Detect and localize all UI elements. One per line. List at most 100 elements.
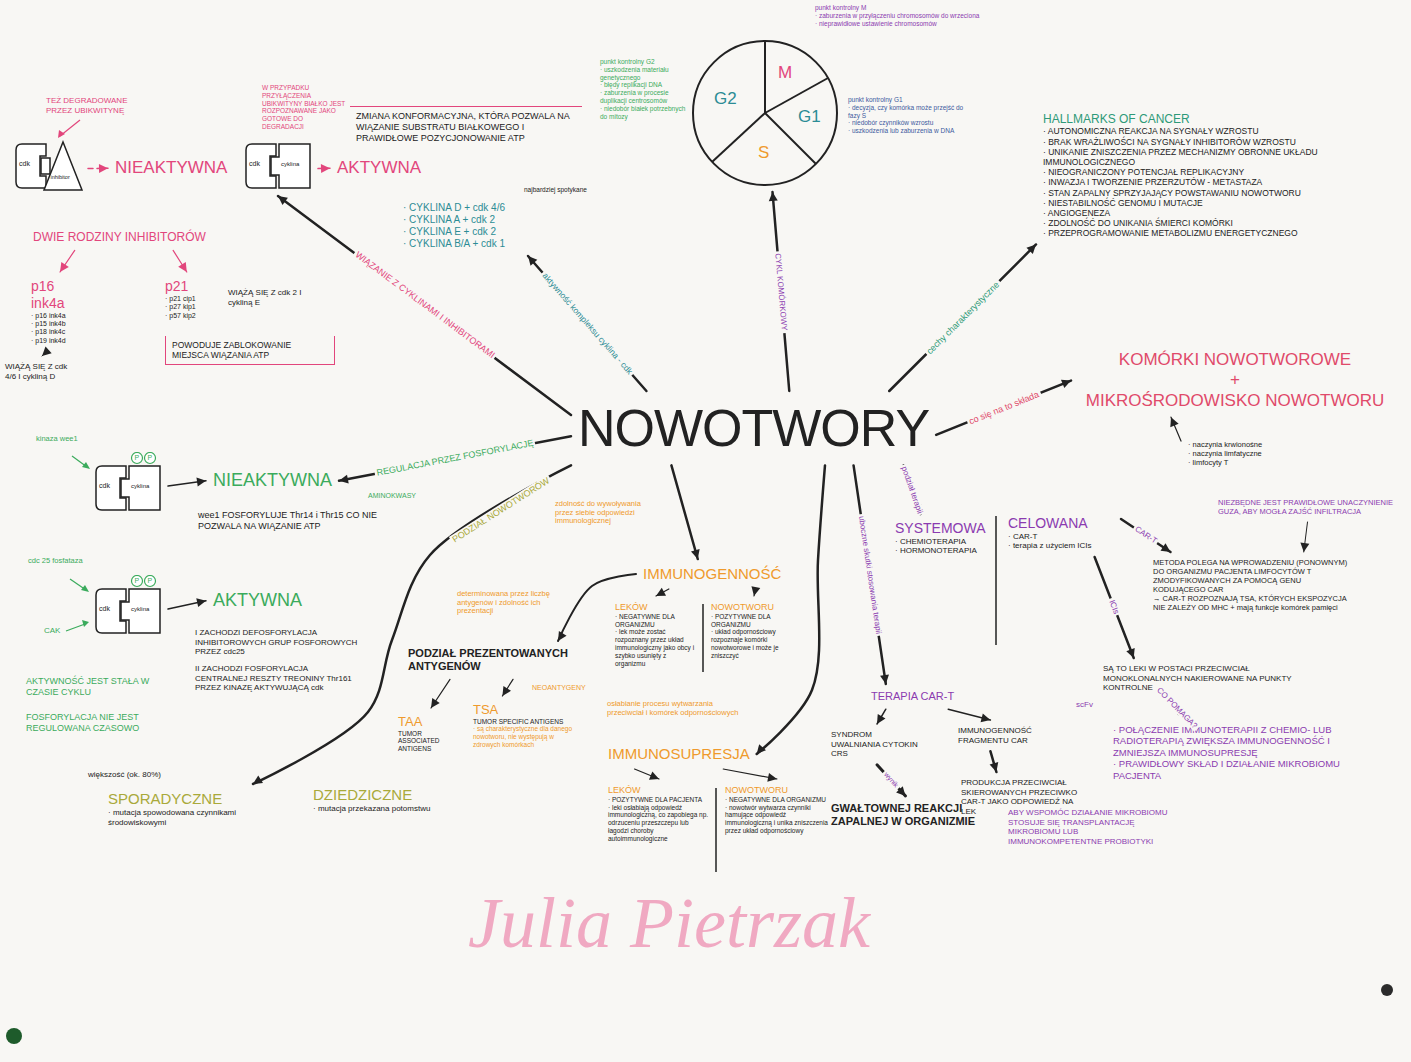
node-text: + (1078, 370, 1392, 390)
note-group: I ZACHODZI DEFOSFORYLACJA INHIBITOROWYCH… (195, 628, 360, 657)
arrow-head (502, 686, 511, 696)
node-text: → CAR-T ROZPOZNAJĄ TSA, KTÓRYCH EKSPOZYC… (1153, 594, 1352, 612)
node-heading: p21 (165, 278, 221, 295)
note-group: AKTYWNOŚĆ JEST STAŁA W CZASIE CYKLU (26, 676, 166, 698)
cyclin-list: · CYKLINA D + cdk 4/6· CYKLINA A + cdk 2… (400, 200, 560, 252)
edge-label: osłabianie procesu wytwarzania przeciwci… (605, 700, 749, 717)
node-text: · p27 kip1 (165, 303, 221, 311)
note-group: II ZACHODZI FOSFORYLACJA CENTRALNEJ RESZ… (195, 664, 360, 693)
leader-line (66, 624, 85, 631)
signature: Julia Pietrzak (468, 884, 870, 963)
leader-head (82, 462, 90, 469)
connector-line (773, 192, 790, 391)
note-text: W PRZYPADKU PRZYŁĄCZENIA UBIKWITYNY BIAŁ… (262, 84, 346, 131)
arrow-head (1170, 417, 1178, 427)
arrow-head (1161, 543, 1171, 552)
node-heading: KOMÓRKI NOWOTWOROWE (1078, 350, 1392, 370)
connector-arrow (1121, 519, 1171, 552)
node-heading: NIEAKTYWNA (213, 470, 332, 492)
node-heading: TSA (473, 702, 575, 718)
note-node: GWAŁTOWNEJ REAKCJI ZAPALNEJ W ORGANIZMIE (828, 800, 983, 830)
node-text: P (148, 577, 153, 584)
arrow-head (981, 713, 991, 722)
arrow-head (1126, 648, 1134, 658)
note-group: W PRZYPADKU PRZYŁĄCZENIA UBIKWITYNY BIAŁ… (262, 84, 346, 131)
inhibitor-shape (44, 142, 82, 190)
connector-arrow (278, 196, 571, 415)
column-node: LEKÓW· NEGATYWNE DLA ORGANIZMU· lek może… (612, 600, 700, 669)
inhibitor-tab (41, 158, 50, 174)
node-text: · ANGIOGENEZA (1043, 208, 1382, 218)
hallmarks-list: HALLMARKS OF CANCER· AUTONOMICZNA REAKCJ… (1040, 110, 1385, 240)
edge-label: zdolność do wywoływania przez siebie odp… (553, 500, 657, 526)
edge-label: cechy charakterystyczne (923, 278, 1003, 358)
category-node: DZIEDZICZNE· mutacja przekazana potomstw… (310, 784, 450, 816)
cdk-cyclin-figure: cdkcyklina (242, 140, 314, 192)
node-text: · są charakterystyczne dla danego nowotw… (473, 725, 575, 748)
node-text: · limfocyty T (1188, 458, 1307, 467)
note-text: punkt kontrolny G1 (848, 96, 968, 104)
node-text: S (758, 144, 769, 161)
note-text: FOSFORYLACJA NIE JEST REGULOWANA CZASOWO (26, 712, 176, 734)
node-heading: TAA (398, 714, 464, 730)
node-heading: IMMUNOGENNOŚĆ (643, 565, 781, 583)
edge-label: aktywność kompleksu cyklina - cdk (539, 269, 636, 378)
node-heading: · POŁĄCZENIE IMMUNOTERAPII Z CHEMIO- LUB… (1113, 724, 1362, 758)
connector-arrow (854, 465, 889, 684)
node-text: cyklina (281, 161, 299, 167)
node-text: · STAN ZAPALNY SPRZYJAJĄCY POWSTAWANIU N… (1043, 188, 1382, 198)
node-text: · p57 kip2 (165, 312, 221, 320)
note-text: CAK (44, 626, 60, 636)
note-text: ABY WSPOMÓC DZIAŁANIE MIKROBIOMU STOSUJE… (1008, 808, 1173, 846)
connector-arrow (168, 478, 206, 487)
edge-label: podział terapii (899, 463, 925, 516)
node-heading: GWAŁTOWNEJ REAKCJI ZAPALNEJ W ORGANIZMIE (831, 802, 980, 828)
cdk-cyclin-figure: cdkcyklinaPP (92, 575, 164, 637)
node-heading: cdk (99, 482, 110, 489)
note-group: cdc 25 fosfataza (28, 556, 86, 565)
edge-label: ICIs (1107, 597, 1122, 617)
phosphate-circle (132, 453, 143, 464)
leader-head (81, 585, 89, 592)
node-text: · NIEOGRANICZONY POTENCJAŁ REPLIKACYJNY (1043, 167, 1382, 177)
node-heading: NIEAKTYWNA (115, 158, 227, 178)
note-node: · POŁĄCZENIE IMMUNOTERAPII Z CHEMIO- LUB… (1110, 722, 1365, 783)
connector-arrow (528, 256, 646, 391)
arrow-head (1061, 380, 1071, 388)
arrow-head (769, 192, 778, 201)
protein-shapes (246, 144, 310, 188)
phase-divider (764, 41, 766, 113)
node-text: · CHEMIOTERAPIA (895, 537, 984, 547)
cyclin-shape (121, 589, 160, 633)
note-text: NEOANTYGENY (532, 684, 586, 692)
node-text: MIKROŚRODOWISKO NOWOTWORU (1078, 391, 1392, 411)
column-divider (715, 788, 717, 872)
state-label: NIEAKTYWNA (112, 156, 230, 180)
connector-line (339, 436, 571, 481)
cdk-cyclin-figure: cdkcyklinaPP (92, 452, 164, 514)
edge-label: CYKL KOMÓRKOWY (773, 251, 789, 333)
edge-label: PODZIAŁ NOWOTWORÓW (448, 474, 552, 545)
node-text: · układ odpornościowy rozpoznaje komórki… (711, 628, 797, 659)
protein-shapes (96, 589, 160, 633)
arrow-head (42, 347, 52, 356)
connector-arrow (877, 709, 886, 724)
note-text: II ZACHODZI FOSFORYLACJA CENTRALNEJ RESZ… (195, 664, 360, 693)
arrow-head (649, 771, 659, 779)
note-group: NEOANTYGENY (532, 684, 586, 692)
arrow-head (691, 549, 700, 559)
state-label: AKTYWNA (210, 588, 305, 614)
edge-label: determinowana przez liczbę antygenów i z… (455, 590, 555, 616)
node-heading: NOWOTWORU (725, 785, 829, 796)
node-text: · naczynia limfatyczne (1188, 449, 1307, 458)
arrow-head (60, 262, 69, 272)
node-heading: G2 (714, 90, 737, 107)
connector-arrow (751, 586, 760, 596)
node-text: · CYKLINA A + cdk 2 (403, 214, 557, 226)
arrow-head (1300, 543, 1309, 552)
arrow-head (253, 775, 263, 784)
phase-divider (712, 113, 765, 162)
connector-line (1171, 417, 1181, 441)
connector-arrow (173, 250, 187, 272)
cycle-outline (693, 41, 837, 185)
